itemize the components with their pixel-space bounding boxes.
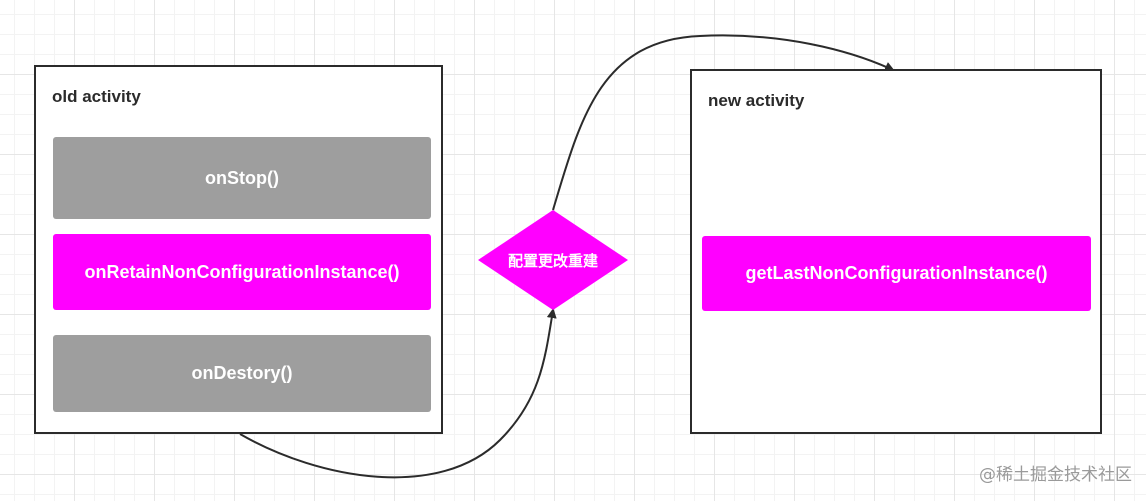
new-activity-box: new activity getLastNonConfigurationInst… xyxy=(690,69,1102,434)
old-activity-title: old activity xyxy=(52,87,141,106)
method-on-retain-non-configuration-instance: onRetainNonConfigurationInstance() xyxy=(53,234,431,310)
method-on-stop: onStop() xyxy=(53,137,431,219)
watermark-text: @稀土掘金技术社区 xyxy=(979,465,1132,485)
method-on-destory-label: onDestory() xyxy=(191,363,293,383)
method-on-retain-label: onRetainNonConfigurationInstance() xyxy=(84,261,400,282)
decision-label: 配置更改重建 xyxy=(507,251,598,270)
method-get-last-label: getLastNonConfigurationInstance() xyxy=(745,263,1048,283)
method-get-last-non-configuration-instance: getLastNonConfigurationInstance() xyxy=(702,236,1091,311)
method-on-destory: onDestory() xyxy=(53,335,431,412)
method-on-stop-label: onStop() xyxy=(205,167,279,188)
old-activity-box: old activity onStop() onRetainNonConfigu… xyxy=(34,65,443,434)
new-activity-title: new activity xyxy=(708,91,805,110)
